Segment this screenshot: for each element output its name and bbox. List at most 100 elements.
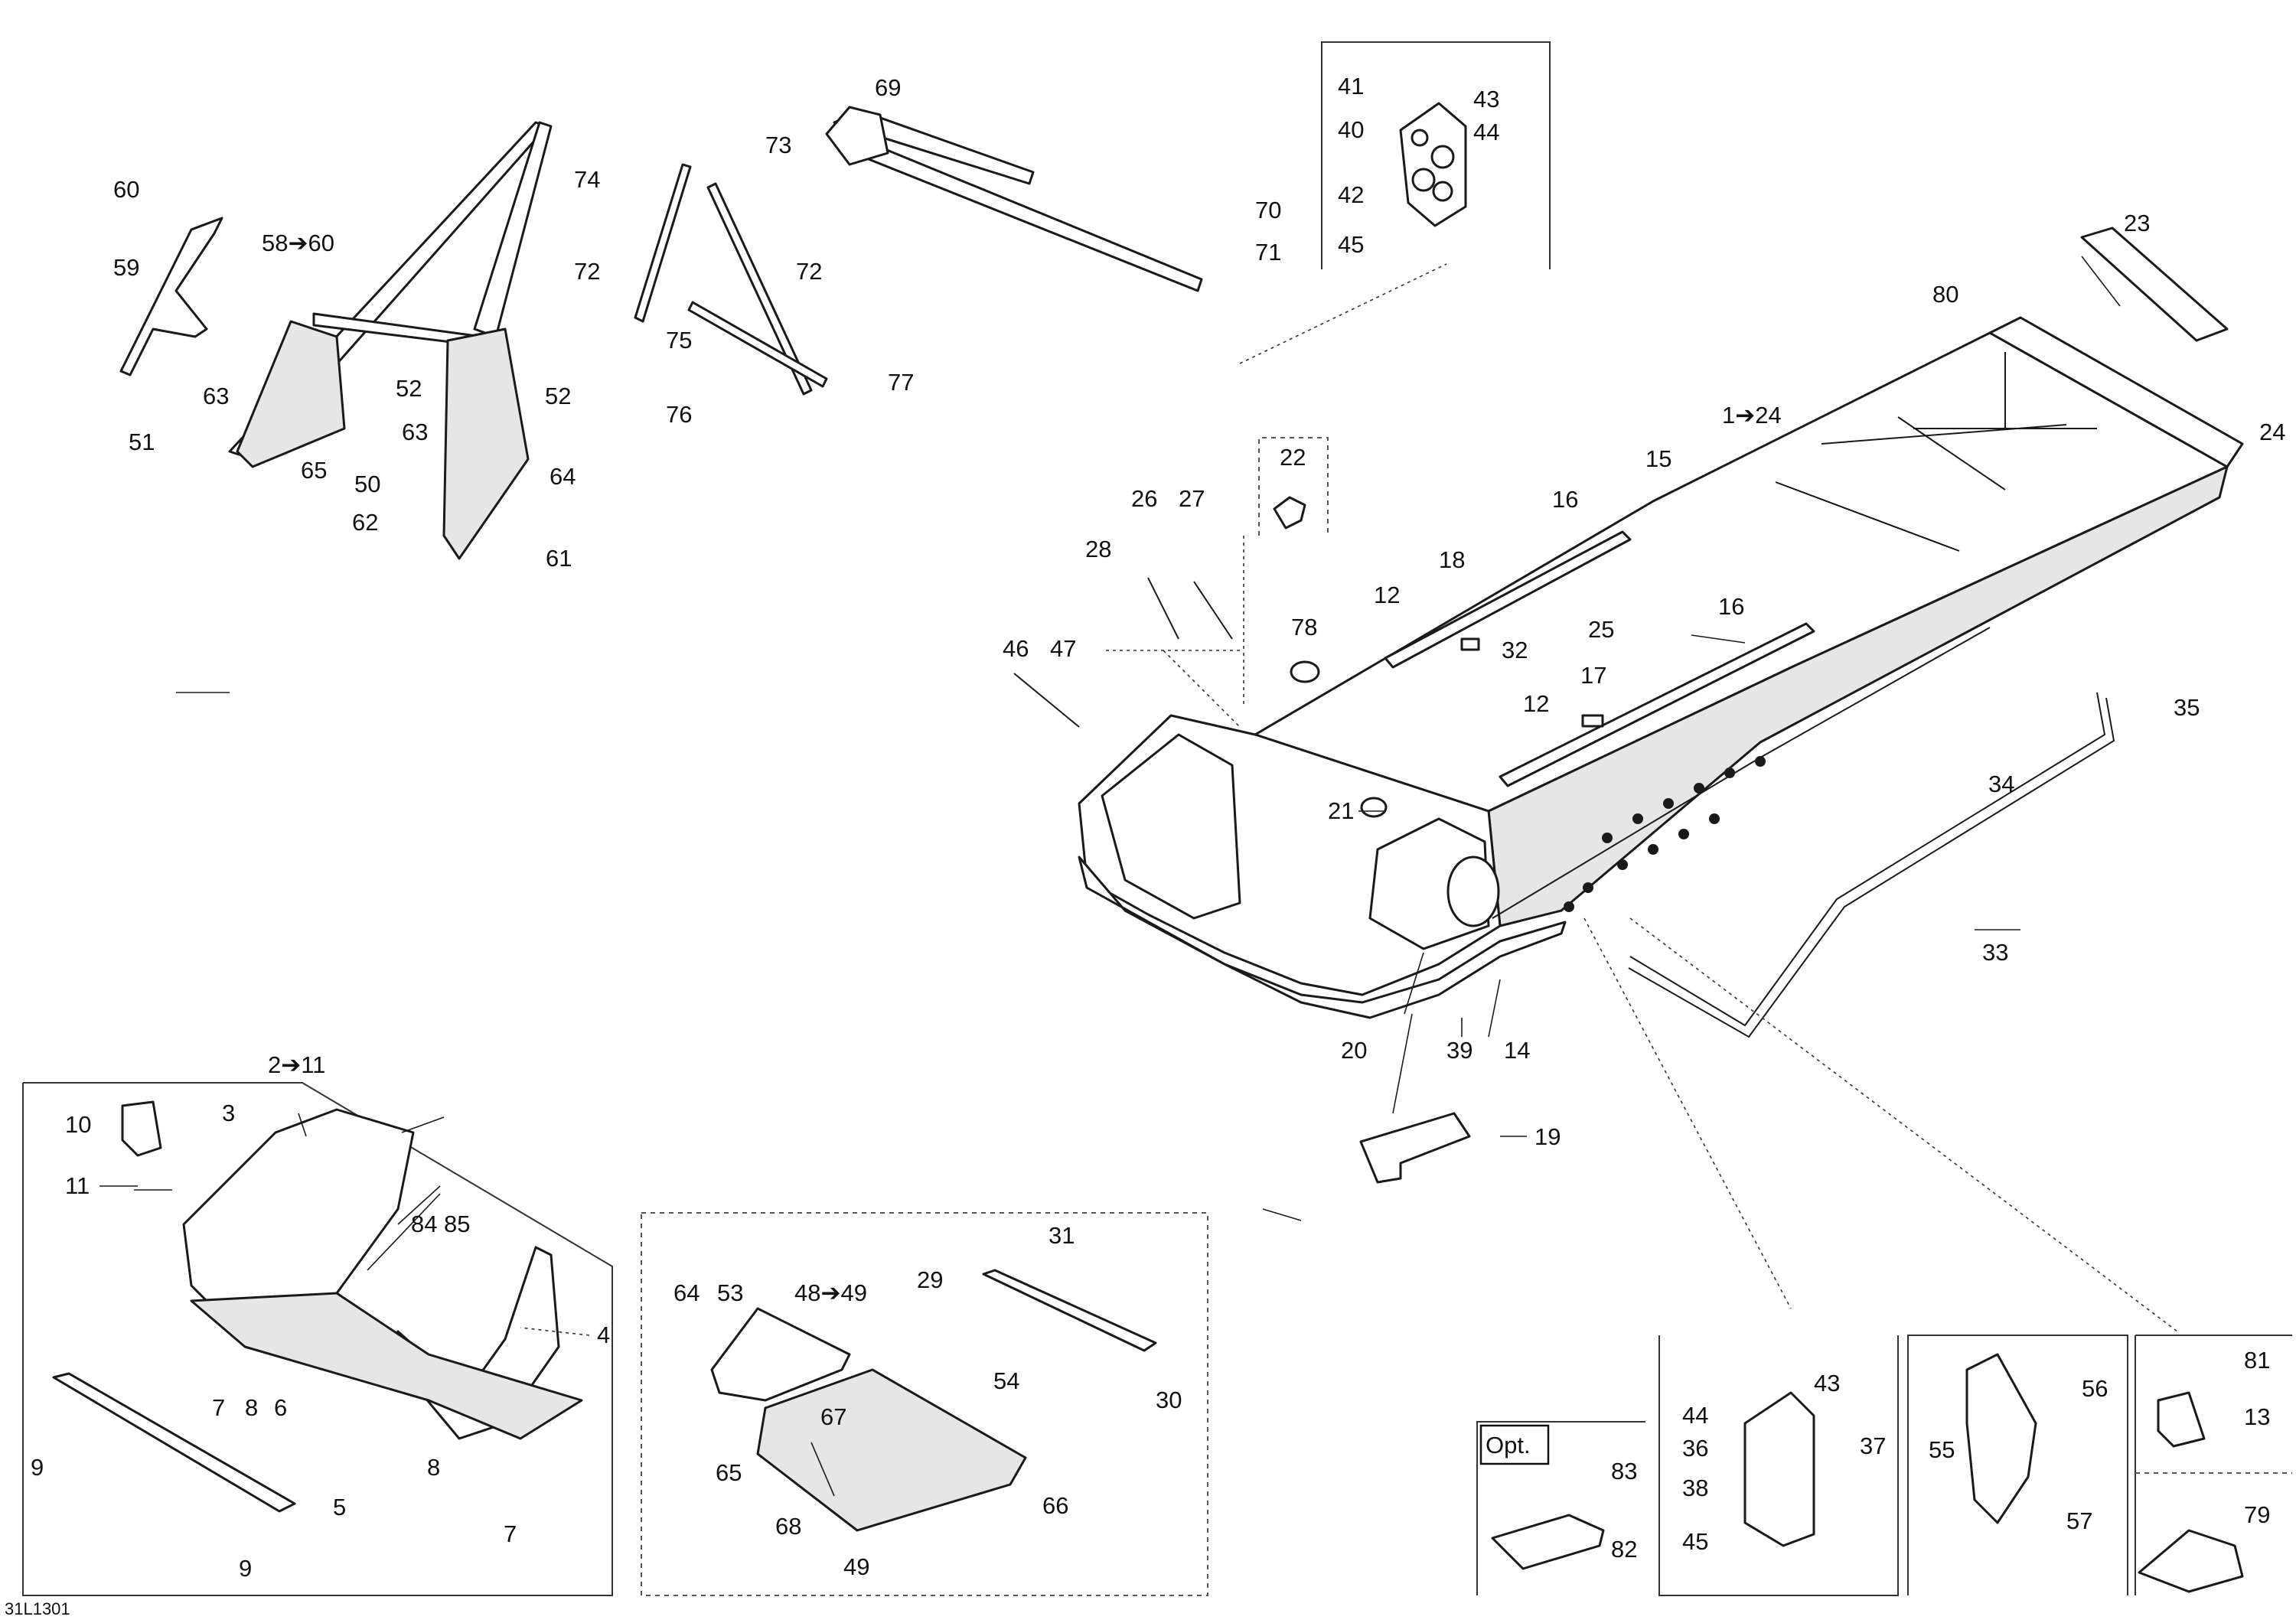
part-36-bracket [1743,1391,1815,1547]
tunnel-side [1487,465,2229,927]
label-7a: 7 [212,1394,225,1421]
label-43a: 43 [1473,86,1499,112]
label-29: 29 [917,1266,943,1293]
running-board-inner [1628,697,2115,1038]
label-74: 74 [574,166,600,193]
callout-labels: 1➔24 23 80 24 15 16 18 22 26 27 28 12 16… [5,73,2285,1618]
rod-75 [687,301,828,388]
label-3: 3 [222,1100,235,1126]
part-82-footrest [1491,1514,1605,1570]
label-8b: 8 [427,1454,440,1481]
label-41: 41 [1338,73,1364,99]
column-lower [852,136,1203,292]
tie-rods [634,163,828,396]
label-38: 38 [1682,1475,1708,1501]
label-80: 80 [1932,281,1958,308]
strut-4 [1775,481,1960,552]
label-18: 18 [1439,546,1465,573]
label-54: 54 [993,1367,1019,1394]
label-27: 27 [1179,485,1205,512]
frame-part-10 [121,1100,162,1157]
label-52b: 52 [545,383,571,409]
part-78-plug [1290,660,1320,683]
part-13-bracket [2157,1391,2206,1448]
detail-box-optional [1476,1421,1645,1595]
part-26 [1147,577,1179,640]
label-84: 84 [411,1211,437,1237]
label-16b: 16 [1718,593,1744,620]
belly-pan [1078,855,1567,1019]
part-29 [982,1269,1157,1352]
footrest-support-detail [710,1269,1157,1532]
bracket-40 [1399,102,1467,227]
steering-support [119,121,553,560]
detail-box-top-bracket [1321,41,1551,269]
label-13: 13 [2244,1403,2270,1430]
label-76: 76 [666,401,692,428]
label-53: 53 [717,1279,743,1306]
part-48 [710,1307,851,1402]
rear-end [1988,316,2244,468]
support-plate-right [442,328,530,560]
support-plate-left [236,320,346,468]
label-40: 40 [1338,116,1364,143]
label-64a: 64 [550,463,576,490]
detail-box-bracket-36 [1658,1335,1899,1596]
small-detail-parts [1013,496,2244,1593]
label-65b: 65 [716,1459,742,1486]
label-70: 70 [1255,197,1281,223]
detail-box-22 [1258,437,1329,536]
label-2-11: 2➔11 [268,1051,325,1078]
frame-floor [190,1292,583,1440]
footrest-holes [1564,756,1766,912]
label-26: 26 [1131,485,1157,512]
label-72a: 72 [574,258,600,285]
bracket-40-body [1399,102,1467,227]
label-25: 25 [1588,616,1614,643]
label-37: 37 [1860,1432,1886,1459]
label-5: 5 [333,1494,346,1520]
label-63a: 63 [203,383,229,409]
label-22: 22 [1280,444,1306,471]
option-label: Opt. [1486,1432,1531,1458]
support-19 [1359,1112,1471,1184]
label-24: 24 [2259,419,2285,445]
steering-column [825,106,1203,292]
label-83: 83 [1611,1458,1637,1484]
running-board [1629,692,2106,1027]
label-12b: 12 [1523,690,1549,717]
label-34: 34 [1988,771,2014,797]
label-52a: 52 [396,375,422,402]
part-32-clip [1460,637,1480,651]
part-49-plate [756,1368,1027,1532]
part-79-bracket [2138,1529,2244,1593]
label-7b: 7 [504,1520,517,1547]
part-21-plug [1360,797,1388,818]
label-46: 46 [1003,635,1029,662]
detail-box-bracket-55 [1907,1335,2128,1595]
label-10: 10 [65,1111,91,1138]
label-62: 62 [352,509,378,536]
label-36: 36 [1682,1435,1708,1462]
bracket-59 [119,217,223,376]
label-47: 47 [1050,635,1076,662]
label-55: 55 [1929,1436,1955,1463]
label-57: 57 [2066,1507,2092,1534]
label-65a: 65 [301,457,327,484]
part-55-bracket [1965,1353,2037,1524]
label-21: 21 [1328,797,1354,824]
label-59: 59 [113,254,139,281]
detail-box-footrest-support [641,1212,1208,1596]
label-49: 49 [843,1553,869,1580]
part-22-clip [1273,496,1306,530]
label-1-24: 1➔24 [1722,402,1782,429]
label-16a: 16 [1552,486,1578,513]
label-85: 85 [444,1211,470,1237]
part-17-clip [1581,714,1604,728]
label-23: 23 [2124,210,2150,236]
label-71: 71 [1255,239,1281,266]
label-39: 39 [1446,1037,1473,1064]
label-81: 81 [2244,1347,2270,1374]
label-75: 75 [666,327,692,354]
